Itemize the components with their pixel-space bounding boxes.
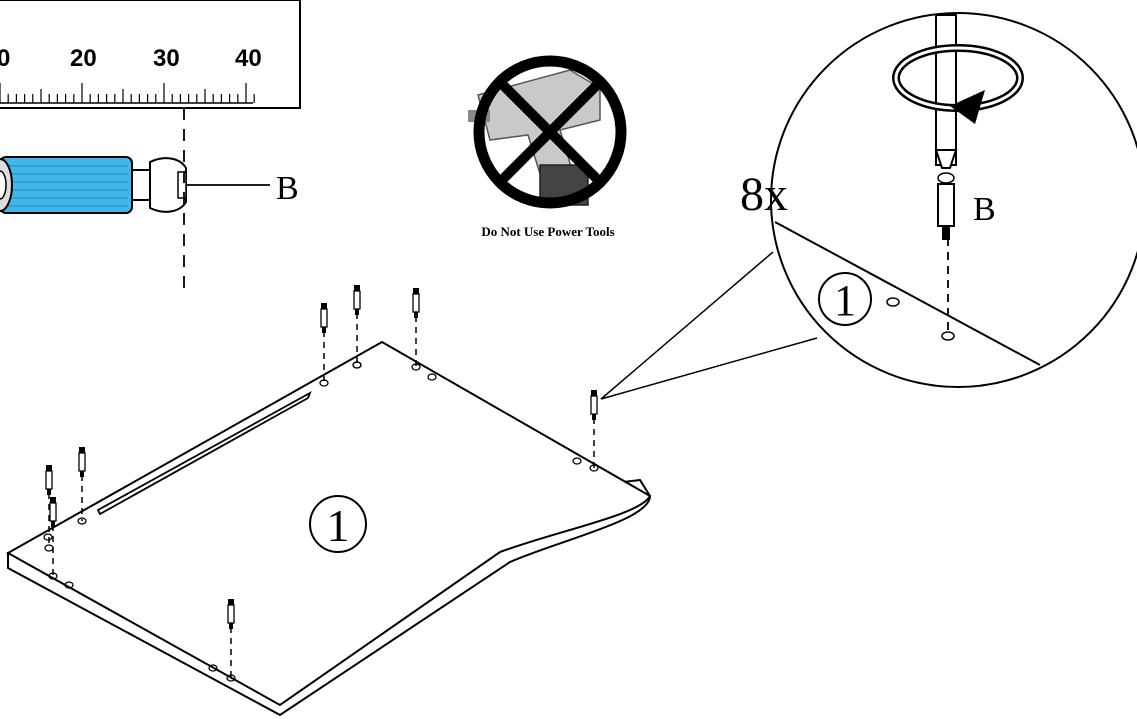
- cam-bolt: [352, 285, 362, 369]
- detail-bolt-label: B: [973, 191, 996, 228]
- detail-part-circle: [818, 272, 872, 326]
- cam-bolt: [226, 599, 236, 682]
- ruler: [0, 0, 301, 109]
- detail-part-number: 1: [834, 276, 856, 325]
- ruler-measure-group: 0 20 30 40 B: [0, 0, 301, 290]
- panel-bolts: [44, 285, 599, 682]
- panel-part-number: 1: [327, 500, 350, 551]
- callout-line-bottom: [600, 337, 818, 400]
- cam-bolt: [319, 303, 329, 387]
- panel-groove: [96, 390, 312, 516]
- cam-bolt: [411, 288, 421, 371]
- cam-cylinder: [0, 156, 187, 214]
- ruler-tick-label-0: 0: [0, 45, 10, 72]
- no-power-drill-icon: [468, 55, 627, 209]
- screwdriver-shaft: [935, 14, 957, 166]
- ruler-tick-label-30: 30: [153, 45, 180, 72]
- rotate-clockwise-icon: [892, 44, 1024, 124]
- panel-part-circle: [309, 495, 367, 553]
- cam-bolt: [589, 390, 599, 472]
- no-power-tools-warning: Do Not Use Power Tools: [468, 55, 627, 239]
- ruler-tick-label-20: 20: [70, 45, 97, 72]
- detail-callout: 8x 1 B: [600, 12, 1137, 400]
- ruler-ticks: [0, 83, 255, 103]
- detail-bolt: [937, 172, 955, 240]
- warning-text: Do Not Use Power Tools: [481, 224, 614, 239]
- bolt-label-b: B: [276, 170, 299, 207]
- callout-line-top: [600, 251, 774, 400]
- cam-bolt: [48, 497, 58, 580]
- panel-part-1: 1: [5, 285, 652, 717]
- ruler-tick-label-40: 40: [235, 45, 262, 72]
- cam-bolt: [44, 465, 54, 552]
- cam-bolt: [77, 447, 87, 525]
- quantity-label: 8x: [740, 168, 788, 221]
